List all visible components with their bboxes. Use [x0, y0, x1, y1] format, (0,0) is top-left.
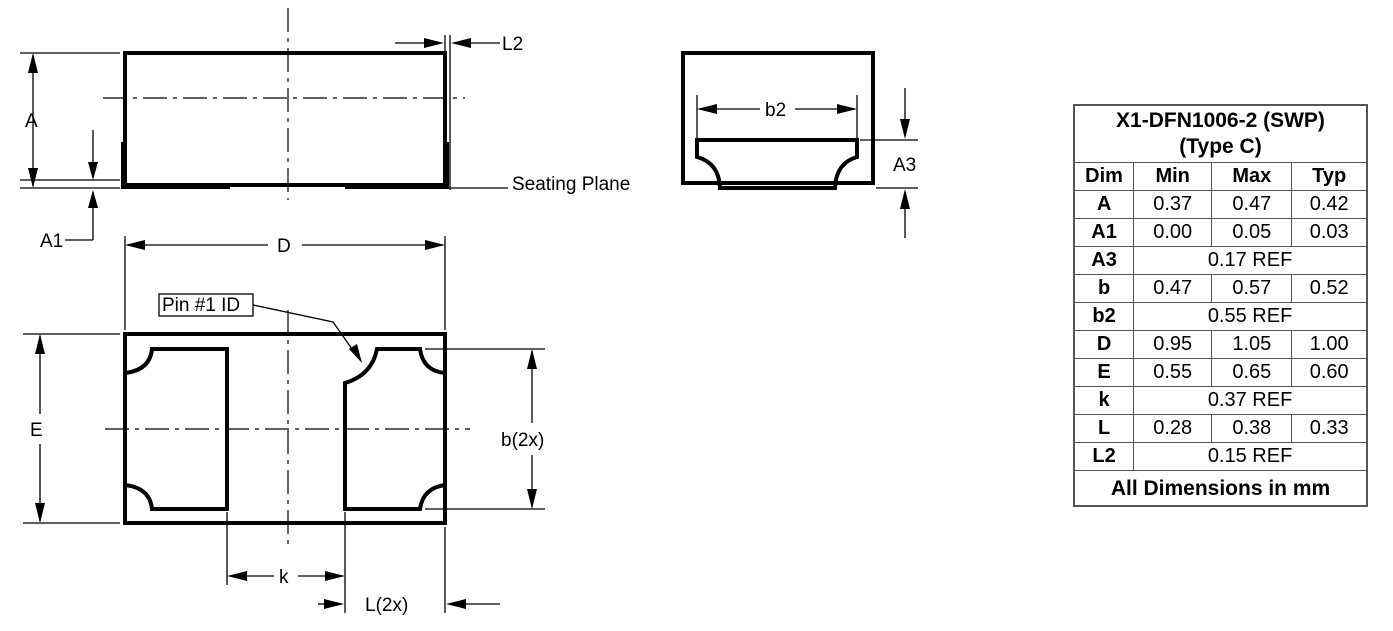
- dim-l-label: L(2x): [365, 595, 408, 616]
- row-dim-cell: A: [1073, 190, 1135, 219]
- row-max-cell: 0.57: [1211, 274, 1293, 303]
- row-ref-cell: 0.17 REF: [1133, 246, 1368, 275]
- table-title-row: X1-DFN1006-2 (SWP) (Type C): [1073, 104, 1368, 163]
- row-dim-cell: b: [1073, 274, 1135, 303]
- row-max-cell: 1.05: [1211, 330, 1293, 359]
- row-max-cell: 0.65: [1211, 358, 1293, 387]
- table-header-row: Dim Min Max Typ: [1073, 162, 1368, 191]
- row-typ-cell: 0.33: [1291, 414, 1368, 443]
- row-typ-cell: 0.03: [1291, 218, 1368, 247]
- row-ref-cell: 0.55 REF: [1133, 302, 1368, 331]
- row-dim-cell: L: [1073, 414, 1135, 443]
- header-max: Max: [1211, 162, 1293, 191]
- side-view: A A1 Seating Plane L2: [20, 8, 630, 252]
- dimensions-table: X1-DFN1006-2 (SWP) (Type C) Dim Min Max …: [1073, 104, 1368, 507]
- table-footer: All Dimensions in mm: [1073, 470, 1368, 507]
- dim-l-arrow-left: [324, 599, 344, 609]
- dim-k-label: k: [279, 567, 289, 588]
- table-title-line2: (Type C): [1179, 135, 1262, 158]
- pin1-id-leader: [252, 304, 358, 357]
- dim-b-arrow-bottom: [527, 489, 537, 509]
- dim-l2-label: L2: [502, 34, 523, 55]
- dim-a1-label: A1: [40, 231, 63, 252]
- end-view: b2 A3: [681, 51, 918, 238]
- table-title-line1: X1-DFN1006-2 (SWP): [1116, 109, 1325, 132]
- dim-b2-label: b2: [765, 100, 786, 121]
- row-min-cell: 0.47: [1133, 274, 1213, 303]
- table-title: X1-DFN1006-2 (SWP) (Type C): [1073, 104, 1368, 163]
- top-view: D E Pin #1 ID b(2x) k: [23, 236, 545, 616]
- row-typ-cell: 0.60: [1291, 358, 1368, 387]
- dim-e-arrow-bottom: [35, 503, 45, 523]
- row-dim-cell: E: [1073, 358, 1135, 387]
- dim-b-label: b(2x): [501, 430, 544, 451]
- side-view-right-lead: [345, 142, 449, 189]
- top-view-right-pad: [343, 347, 447, 511]
- dim-d-label: D: [277, 236, 291, 257]
- row-dim-cell: A1: [1073, 218, 1135, 247]
- dim-a-label: A: [25, 111, 38, 132]
- side-view-body: [123, 51, 447, 187]
- dim-l-arrow-right: [446, 599, 466, 609]
- row-dim-cell: A3: [1073, 246, 1135, 275]
- side-view-left-lead: [121, 142, 230, 189]
- row-dim-cell: L2: [1073, 442, 1135, 471]
- header-dim: Dim: [1073, 162, 1135, 191]
- dim-a-arrow-top: [28, 53, 38, 73]
- row-max-cell: 0.47: [1211, 190, 1293, 219]
- row-ref-cell: 0.15 REF: [1133, 442, 1368, 471]
- row-max-cell: 0.05: [1211, 218, 1293, 247]
- end-view-body: [681, 51, 875, 185]
- dim-a3-label: A3: [893, 155, 916, 176]
- row-typ-cell: 1.00: [1291, 330, 1368, 359]
- dim-b-arrow-top: [527, 349, 537, 369]
- row-typ-cell: 0.42: [1291, 190, 1368, 219]
- dim-l2-arrow-left: [424, 38, 444, 48]
- table-footer-row: All Dimensions in mm: [1073, 470, 1368, 507]
- row-dim-cell: D: [1073, 330, 1135, 359]
- row-dim-cell: k: [1073, 386, 1135, 415]
- dim-e-arrow-top: [35, 334, 45, 354]
- row-ref-cell: 0.37 REF: [1133, 386, 1368, 415]
- dim-k-arrow-left: [227, 571, 247, 581]
- row-min-cell: 0.95: [1133, 330, 1213, 359]
- dim-a-arrow-bottom: [28, 168, 38, 188]
- row-min-cell: 0.37: [1133, 190, 1213, 219]
- seating-plane-label: Seating Plane: [512, 174, 630, 195]
- row-min-cell: 0.55: [1133, 358, 1213, 387]
- dim-d-arrow-left: [125, 240, 145, 250]
- pin1-id-label: Pin #1 ID: [162, 295, 240, 316]
- row-min-cell: 0.00: [1133, 218, 1213, 247]
- row-dim-cell: b2: [1073, 302, 1135, 331]
- dim-k-arrow-right: [325, 571, 345, 581]
- row-min-cell: 0.28: [1133, 414, 1213, 443]
- dim-a3-arrow-top: [900, 119, 910, 139]
- dim-a1-arrow-top: [88, 162, 98, 180]
- pin1-id-arrow: [349, 344, 362, 363]
- row-max-cell: 0.38: [1211, 414, 1293, 443]
- dim-l2-arrow-right: [451, 38, 471, 48]
- dim-b2-arrow-right: [837, 104, 857, 114]
- dim-e-label: E: [30, 420, 43, 441]
- end-view-terminal: [695, 138, 859, 190]
- row-typ-cell: 0.52: [1291, 274, 1368, 303]
- header-min: Min: [1133, 162, 1213, 191]
- dim-b2-arrow-left: [697, 104, 717, 114]
- dim-a3-arrow-bottom: [900, 189, 910, 209]
- dim-d-arrow-right: [425, 240, 445, 250]
- header-typ: Typ: [1291, 162, 1368, 191]
